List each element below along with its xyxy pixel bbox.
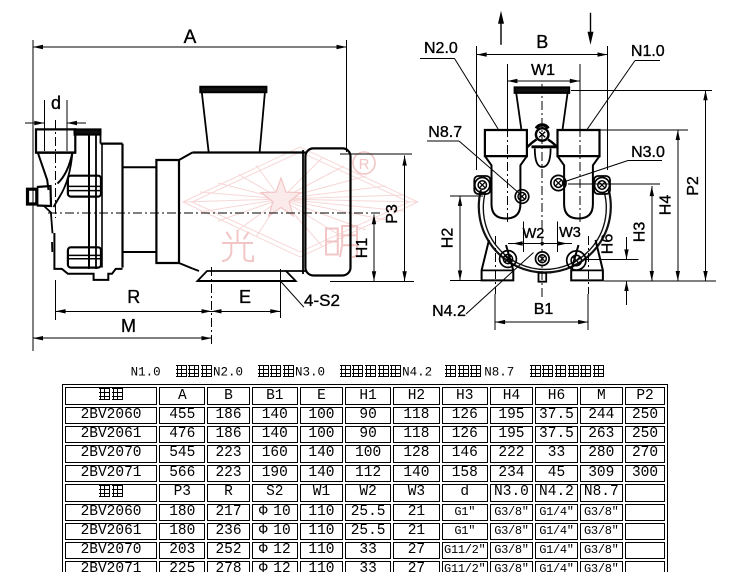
svg-text:d: d	[51, 93, 61, 113]
svg-text:M: M	[121, 316, 136, 336]
svg-text:H3: H3	[632, 222, 649, 243]
svg-text:R: R	[127, 287, 140, 307]
svg-text:N8.7: N8.7	[428, 124, 462, 141]
svg-text:P3: P3	[384, 204, 401, 224]
svg-text:4-S2: 4-S2	[304, 291, 340, 310]
svg-text:N1.0: N1.0	[631, 43, 665, 60]
svg-text:W1: W1	[531, 62, 555, 79]
svg-text:E: E	[239, 287, 251, 307]
svg-text:W2: W2	[523, 226, 545, 242]
svg-text:N3.0: N3.0	[631, 144, 665, 161]
svg-text:B1: B1	[534, 301, 554, 318]
svg-text:B: B	[536, 32, 548, 52]
svg-text:R: R	[359, 156, 370, 173]
svg-text:P2: P2	[685, 176, 702, 196]
svg-text:N2.0: N2.0	[424, 40, 458, 57]
svg-text:H1: H1	[354, 238, 371, 259]
svg-text:W3: W3	[559, 225, 581, 241]
svg-text:H2: H2	[440, 228, 457, 249]
svg-text:H6: H6	[600, 234, 617, 255]
svg-text:A: A	[184, 27, 197, 48]
svg-text:H4: H4	[658, 195, 675, 216]
svg-text:N4.2: N4.2	[432, 303, 466, 320]
